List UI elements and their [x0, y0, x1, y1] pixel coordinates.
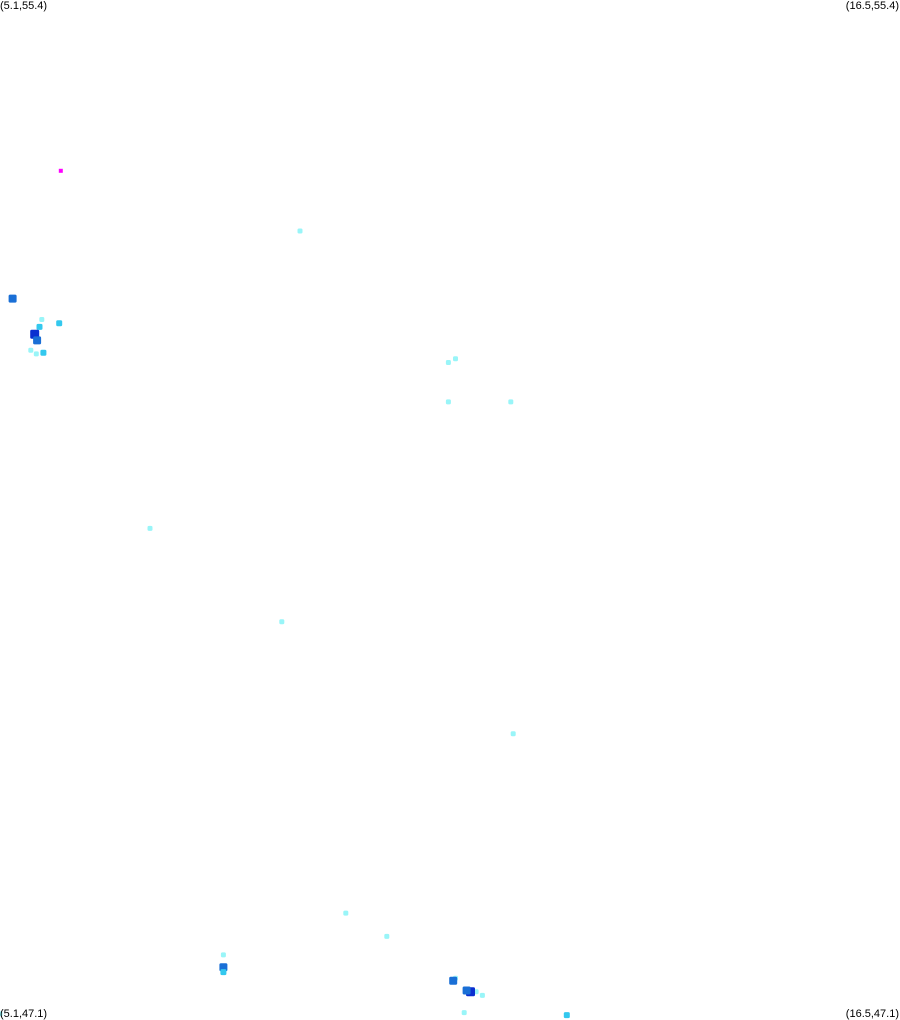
heat-point — [508, 399, 514, 405]
heat-point — [40, 349, 47, 356]
heat-point — [28, 347, 34, 353]
heat-point — [279, 619, 285, 625]
corner-label-top-left: (5.1,55.4) — [0, 0, 48, 12]
heat-point — [462, 986, 471, 995]
marker-point — [58, 168, 63, 173]
heat-point — [445, 399, 451, 405]
corner-label-bottom-left: (5.1,47.1) — [0, 1008, 48, 1020]
heat-point — [510, 731, 516, 737]
heat-point — [297, 228, 303, 234]
heat-point — [449, 976, 458, 985]
heat-point — [36, 323, 43, 330]
heat-point — [0, 1011, 3, 1017]
heat-point — [445, 360, 451, 365]
heat-point — [563, 1012, 570, 1019]
heat-point — [8, 294, 17, 303]
heat-point — [453, 356, 458, 362]
heat-point — [39, 317, 45, 322]
heat-point — [33, 351, 39, 357]
corner-label-top-right: (16.5,55.4) — [845, 0, 899, 12]
heat-point — [220, 952, 226, 958]
heat-point — [56, 320, 63, 327]
heat-point — [147, 525, 153, 531]
heat-point — [461, 1010, 467, 1016]
corner-label-bottom-right: (16.5,47.1) — [845, 1008, 899, 1020]
heat-point — [479, 992, 485, 998]
heat-point — [220, 969, 227, 976]
heat-point — [343, 910, 349, 916]
heat-point — [33, 336, 42, 345]
heat-point — [384, 933, 390, 939]
